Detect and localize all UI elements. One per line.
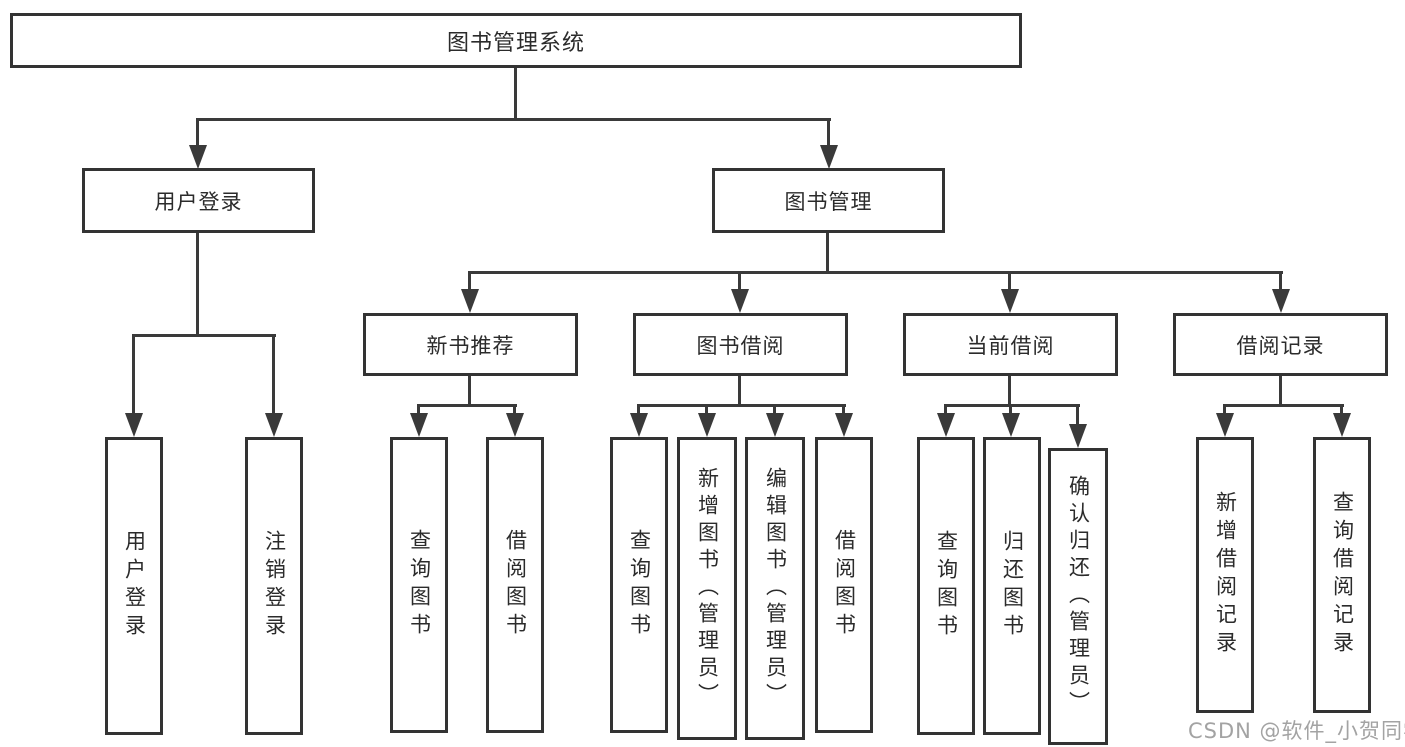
arrow-down-icon xyxy=(698,413,716,437)
node-user-login: 用户登录 xyxy=(82,168,315,233)
connector-shaft xyxy=(513,404,516,416)
node-label: 借阅记录 xyxy=(1236,333,1325,358)
node-library-management-system: 图书管理系统 xyxy=(10,13,1022,68)
connector-user-login-trunk xyxy=(196,233,199,337)
connector-recommend-trunk xyxy=(468,376,471,407)
arrow-down-icon xyxy=(461,289,479,313)
arrow-down-icon xyxy=(1333,413,1351,437)
arrow-down-icon xyxy=(265,413,283,437)
connector-shaft xyxy=(738,271,741,291)
connector-shaft xyxy=(1009,404,1012,416)
leaf-edit-books-admin: 编辑图书（管理员） xyxy=(745,437,805,740)
connector-shaft xyxy=(842,404,845,416)
node-label: 借阅图书 xyxy=(832,529,857,641)
node-label: 用户登录 xyxy=(154,189,243,214)
connector-shaft xyxy=(827,118,830,150)
arrow-down-icon xyxy=(937,413,955,437)
connector-shaft xyxy=(1076,404,1079,426)
connector-root-trunk xyxy=(514,68,517,120)
connector-shaft xyxy=(1279,271,1282,291)
node-book-borrow: 图书借阅 xyxy=(633,313,848,376)
arrow-down-icon xyxy=(506,413,524,437)
arrow-down-icon xyxy=(835,413,853,437)
connector-shaft xyxy=(637,404,640,416)
node-label: 新增借阅记录 xyxy=(1213,491,1238,659)
node-label: 图书管理系统 xyxy=(446,30,585,56)
connector-shaft xyxy=(1223,404,1226,416)
arrow-down-icon xyxy=(630,413,648,437)
node-label: 新书推荐 xyxy=(426,333,515,358)
node-label: 新增图书（管理员） xyxy=(695,467,720,710)
node-label: 查询借阅记录 xyxy=(1330,491,1355,659)
node-current-borrow: 当前借阅 xyxy=(903,313,1118,376)
leaf-add-borrow-record: 新增借阅记录 xyxy=(1196,437,1254,713)
arrow-down-icon xyxy=(766,413,784,437)
csdn-watermark: CSDN @软件_小贺同学 xyxy=(1188,719,1405,743)
node-book-management: 图书管理 xyxy=(712,168,945,233)
connector-shaft xyxy=(272,334,275,416)
connector-level3-bar xyxy=(468,271,1283,274)
arrow-down-icon xyxy=(125,413,143,437)
node-label: 查询图书 xyxy=(934,530,959,642)
leaf-query-books-current: 查询图书 xyxy=(917,437,975,735)
arrow-down-icon xyxy=(1272,289,1290,313)
connector-records-trunk xyxy=(1279,376,1282,407)
node-label: 图书管理 xyxy=(784,189,873,214)
connector-shaft xyxy=(705,404,708,416)
node-label: 图书借阅 xyxy=(696,333,785,358)
connector-shaft xyxy=(944,404,947,416)
leaf-query-books-recommend: 查询图书 xyxy=(390,437,448,733)
leaf-user-login: 用户登录 xyxy=(105,437,163,735)
leaf-confirm-return-admin: 确认归还（管理员） xyxy=(1048,448,1108,745)
leaf-query-borrow-record: 查询借阅记录 xyxy=(1313,437,1371,713)
node-label: 借阅图书 xyxy=(503,529,528,641)
connector-current-bar xyxy=(944,404,1080,407)
connector-shaft xyxy=(132,334,135,416)
connector-level2-bar xyxy=(196,118,831,121)
connector-shaft xyxy=(196,118,199,150)
node-label: 确认归还（管理员） xyxy=(1066,475,1091,718)
arrow-down-icon xyxy=(1069,424,1087,448)
connector-borrow-trunk xyxy=(738,376,741,407)
connector-shaft xyxy=(1008,271,1011,291)
node-label: 归还图书 xyxy=(1000,530,1025,642)
arrow-down-icon xyxy=(731,289,749,313)
connector-records-bar xyxy=(1223,404,1344,407)
node-new-book-recommend: 新书推荐 xyxy=(363,313,578,376)
connector-current-trunk xyxy=(1008,376,1011,407)
node-label: 当前借阅 xyxy=(966,333,1055,358)
connector-borrow-bar xyxy=(637,404,846,407)
arrow-down-icon xyxy=(820,145,838,169)
node-borrow-records: 借阅记录 xyxy=(1173,313,1388,376)
arrow-down-icon xyxy=(189,145,207,169)
connector-book-mgmt-trunk xyxy=(826,233,829,273)
node-label: 编辑图书（管理员） xyxy=(763,467,788,710)
arrow-down-icon xyxy=(1216,413,1234,437)
node-label: 查询图书 xyxy=(407,529,432,641)
connector-shaft xyxy=(417,404,420,416)
leaf-borrow-books: 借阅图书 xyxy=(815,437,873,733)
node-label: 查询图书 xyxy=(627,529,652,641)
connector-shaft xyxy=(773,404,776,416)
connector-shaft xyxy=(468,271,471,291)
leaf-add-books-admin: 新增图书（管理员） xyxy=(677,437,737,740)
leaf-logout-login: 注销登录 xyxy=(245,437,303,735)
connector-user-login-bar xyxy=(132,334,276,337)
arrow-down-icon xyxy=(1002,413,1020,437)
arrow-down-icon xyxy=(1001,289,1019,313)
node-label: 注销登录 xyxy=(262,530,287,642)
connector-shaft xyxy=(1340,404,1343,416)
node-label: 用户登录 xyxy=(122,530,147,642)
leaf-query-books-borrow: 查询图书 xyxy=(610,437,668,733)
arrow-down-icon xyxy=(410,413,428,437)
leaf-return-books: 归还图书 xyxy=(983,437,1041,735)
connector-recommend-bar xyxy=(417,404,517,407)
leaf-borrow-books-recommend: 借阅图书 xyxy=(486,437,544,733)
